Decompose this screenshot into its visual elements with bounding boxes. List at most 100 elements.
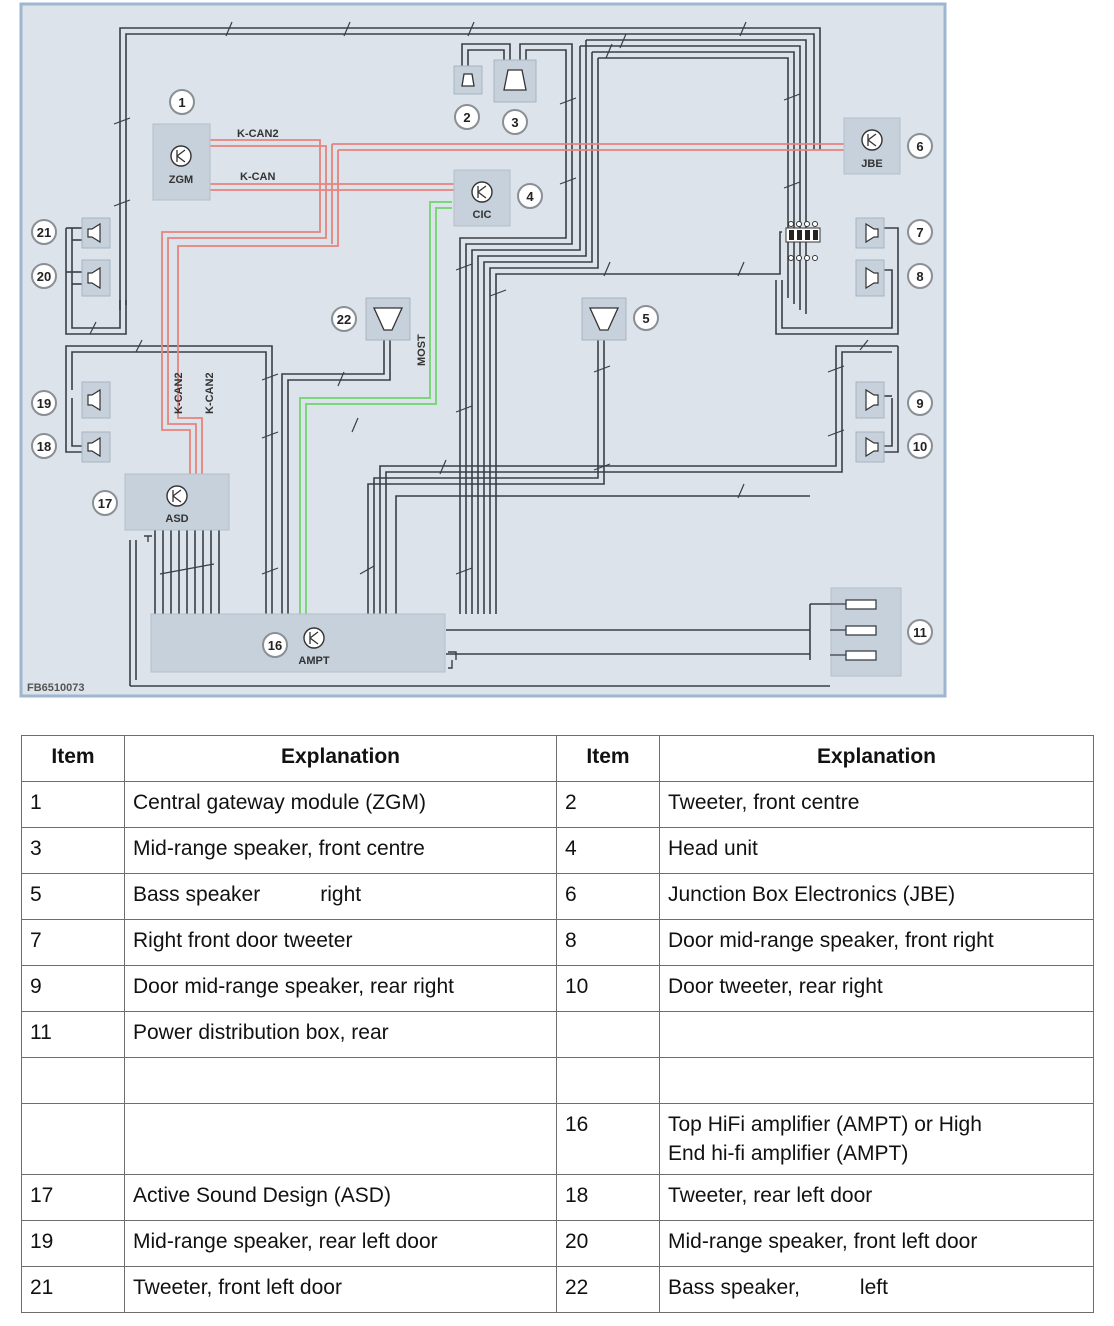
wire-ticks: [89, 21, 869, 575]
callout-10: 10: [913, 439, 927, 454]
callout-7: 7: [916, 225, 923, 240]
callout-2: 2: [463, 110, 470, 125]
item-cell: [21, 1103, 125, 1175]
explanation-cell: Door tweeter, rear right: [659, 965, 1094, 1012]
callout-9: 9: [916, 396, 923, 411]
zgm-label: ZGM: [169, 174, 193, 186]
explanation-cell: Mid-range speaker, front left door: [659, 1220, 1094, 1267]
callouts: 1 2 3 4 5 6 7 8 9 10 11 16 17 18 19 20 2…: [31, 89, 933, 658]
legend-header-row: Item Explanation Item Explanation: [21, 735, 1094, 782]
header-item-2: Item: [556, 735, 660, 782]
callout-4: 4: [526, 189, 534, 204]
ampt-label: AMPT: [298, 655, 329, 667]
kcan-bus: [161, 139, 844, 474]
explanation-cell: [659, 1057, 1094, 1104]
table-row: 21 Tweeter, front left door 22 Bass spea…: [21, 1266, 1094, 1313]
jbe-label: JBE: [861, 158, 882, 170]
table-row: [21, 1057, 1094, 1104]
explanation-cell: Junction Box Electronics (JBE): [659, 873, 1094, 920]
speaker-icons: [81, 59, 885, 463]
explanation-cell: Central gateway module (ZGM): [124, 781, 557, 828]
kcan2-label-vertical-a: K-CAN2: [173, 372, 185, 414]
explanation-cell: Tweeter, front left door: [124, 1266, 557, 1313]
table-row: 11 Power distribution box, rear: [21, 1011, 1094, 1058]
kcan2-label-vertical-b: K-CAN2: [204, 372, 216, 414]
item-cell: 7: [21, 919, 125, 966]
wiring-diagram: ZGM CIC JBE ASD AMPT: [19, 2, 947, 698]
item-cell: 8: [556, 919, 660, 966]
wiring-harness: [65, 27, 899, 687]
explanation-cell: Mid-range speaker, rear left door: [124, 1220, 557, 1267]
header-explanation-1: Explanation: [124, 735, 557, 782]
table-row: 9 Door mid-range speaker, rear right 10 …: [21, 965, 1094, 1012]
table-row: 1 Central gateway module (ZGM) 2 Tweeter…: [21, 781, 1094, 828]
table-row: 19 Mid-range speaker, rear left door 20 …: [21, 1220, 1094, 1267]
item-cell: 1: [21, 781, 125, 828]
diagram-frame: [19, 2, 947, 698]
callout-20: 20: [37, 269, 51, 284]
kcan-label-top: K-CAN: [240, 171, 275, 183]
callout-6: 6: [916, 139, 923, 154]
item-cell: 3: [21, 827, 125, 874]
explanation-cell: Head unit: [659, 827, 1094, 874]
table-row: 17 Active Sound Design (ASD) 18 Tweeter,…: [21, 1174, 1094, 1221]
item-cell: 22: [556, 1266, 660, 1313]
explanation-cell: [124, 1103, 557, 1175]
callout-3: 3: [511, 115, 518, 130]
callout-21: 21: [37, 225, 51, 240]
item-cell: 21: [21, 1266, 125, 1313]
callout-5: 5: [642, 311, 649, 326]
item-cell: 11: [21, 1011, 125, 1058]
item-cell: 18: [556, 1174, 660, 1221]
callout-11: 11: [913, 625, 927, 640]
cic-label: CIC: [473, 209, 492, 221]
explanation-cell: [659, 1011, 1094, 1058]
explanation-cell: Door mid-range speaker, front right: [659, 919, 1094, 966]
callout-18: 18: [37, 439, 51, 454]
item-cell: 16: [556, 1103, 660, 1175]
kcan2-label-top: K-CAN2: [237, 128, 279, 140]
item-cell: 17: [21, 1174, 125, 1221]
explanation-part: left: [859, 1276, 888, 1299]
explanation-part: Bass speaker: [133, 883, 261, 906]
callout-17: 17: [98, 496, 112, 511]
explanation-part: Bass speaker,: [668, 1276, 800, 1299]
item-cell: 2: [556, 781, 660, 828]
header-explanation-2: Explanation: [659, 735, 1094, 782]
item-cell: [21, 1057, 125, 1104]
explanation-cell: Bass speaker right: [124, 873, 557, 920]
item-cell: 5: [21, 873, 125, 920]
explanation-cell: Tweeter, front centre: [659, 781, 1094, 828]
callout-22: 22: [337, 312, 351, 327]
item-cell: 20: [556, 1220, 660, 1267]
callout-8: 8: [916, 269, 923, 284]
explanation-cell: Door mid-range speaker, rear right: [124, 965, 557, 1012]
item-cell: 19: [21, 1220, 125, 1267]
item-cell: 6: [556, 873, 660, 920]
explanation-part: Top HiFi amplifier (AMPT) or High: [668, 1113, 982, 1136]
callout-19: 19: [37, 396, 51, 411]
explanation-cell: [124, 1057, 557, 1104]
header-item-1: Item: [21, 735, 125, 782]
item-cell: 10: [556, 965, 660, 1012]
item-cell: 4: [556, 827, 660, 874]
ampt-module: [150, 613, 446, 673]
fuse-strip: [785, 221, 821, 261]
most-bus: [299, 201, 452, 614]
callout-1: 1: [178, 95, 185, 110]
explanation-cell: Active Sound Design (ASD): [124, 1174, 557, 1221]
most-label: MOST: [416, 334, 428, 366]
table-row: 3 Mid-range speaker, front centre 4 Head…: [21, 827, 1094, 874]
explanation-part: right: [320, 883, 362, 906]
asd-label: ASD: [165, 513, 188, 525]
explanation-cell: Bass speaker, left: [659, 1266, 1094, 1313]
item-cell: 9: [21, 965, 125, 1012]
figure-code: FB6510073: [27, 682, 85, 694]
explanation-cell: Mid-range speaker, front centre: [124, 827, 557, 874]
components: ZGM CIC JBE ASD AMPT: [81, 59, 902, 677]
callout-16: 16: [268, 638, 282, 653]
legend-table: Item Explanation Item Explanation 1 Cent…: [21, 735, 1094, 1313]
table-row: 5 Bass speaker right 6 Junction Box Elect…: [21, 873, 1094, 920]
